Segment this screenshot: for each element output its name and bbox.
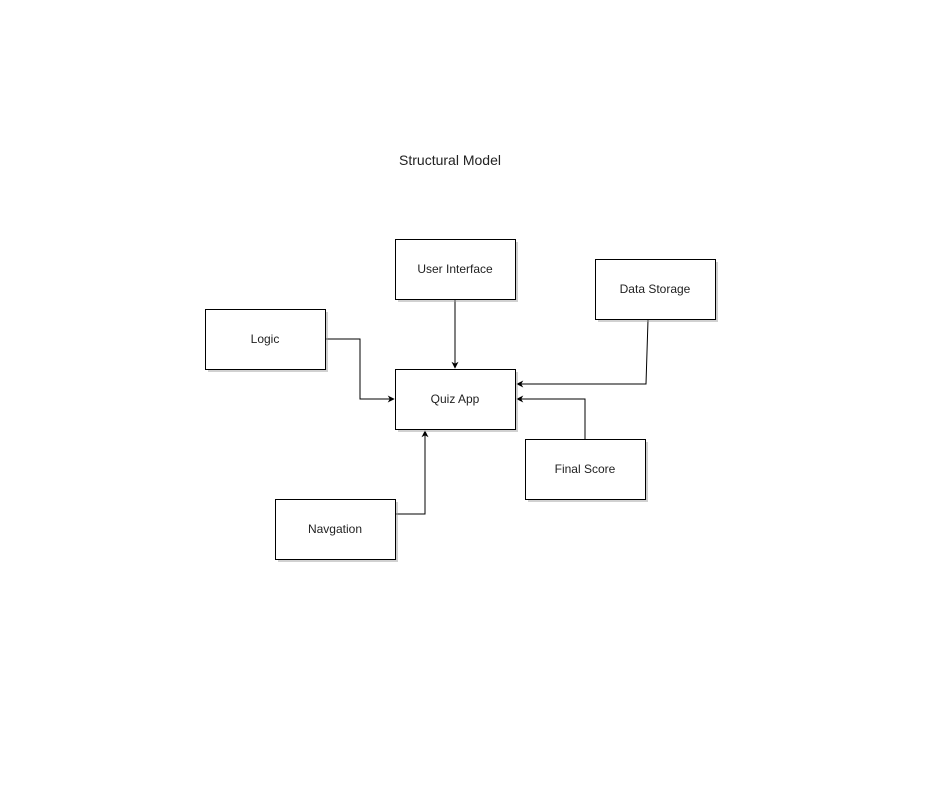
edge-navgation-to-quiz-app [395,430,429,515]
node-user-interface[interactable]: User Interface [395,239,519,303]
node-box [275,499,396,560]
node-label: Logic [251,332,280,346]
node-box [525,439,646,500]
node-box [205,309,326,370]
node-data-storage[interactable]: Data Storage [595,259,719,323]
node-box [395,239,516,300]
node-final-score[interactable]: Final Score [525,439,649,503]
node-label: Navgation [308,522,362,536]
node-quiz-app[interactable]: Quiz App [395,369,519,433]
edge-logic-to-quiz-app [325,338,395,403]
node-box [395,369,516,430]
node-logic[interactable]: Logic [205,309,329,373]
node-label: Final Score [555,462,616,476]
diagram-title: Structural Model [399,152,501,168]
edges-layer [325,299,649,515]
edge-data-storage-to-quiz-app [516,319,649,388]
node-label: Quiz App [431,392,480,406]
node-label: Data Storage [620,282,691,296]
node-label: User Interface [417,262,493,276]
node-navgation[interactable]: Navgation [275,499,399,563]
edge-final-score-to-quiz-app [516,395,586,439]
node-box [595,259,716,320]
